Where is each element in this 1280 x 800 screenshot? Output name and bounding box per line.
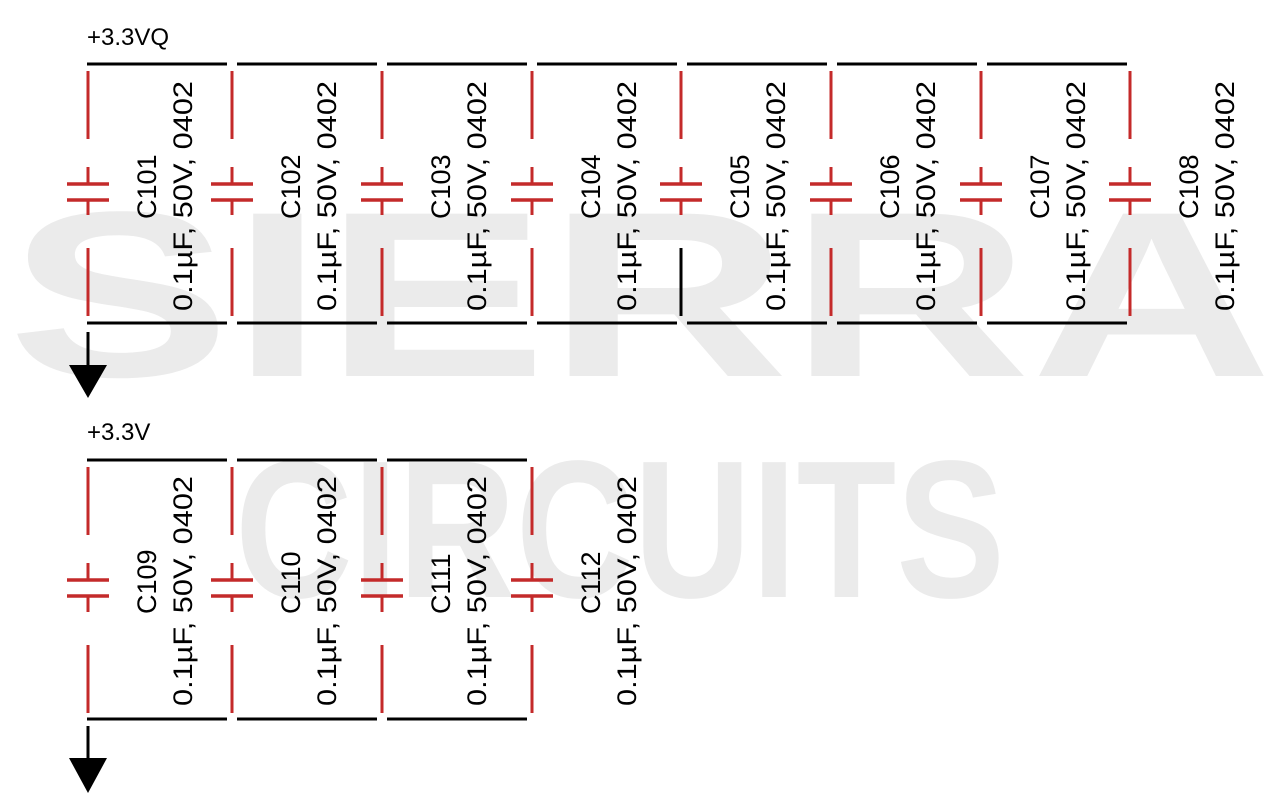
capacitor-value-label: 0.1µF, 50V, 0402	[312, 476, 342, 706]
capacitor-ref-label: C109	[132, 549, 162, 614]
capacitor-value-label: 0.1µF, 50V, 0402	[612, 476, 642, 706]
capacitor-value-label: 0.1µF, 50V, 0402	[1061, 81, 1091, 311]
capacitor-ref-label: C102	[276, 154, 306, 219]
capacitor-ref-label: C104	[576, 154, 606, 219]
capacitor-value-label: 0.1µF, 50V, 0402	[312, 81, 342, 311]
capacitor-ref-label: C101	[132, 154, 162, 219]
capacitor-value-label: 0.1µF, 50V, 0402	[462, 81, 492, 311]
capacitor-symbol-icon	[511, 167, 553, 215]
watermark-circuits: CIRCUITS	[235, 420, 1005, 639]
capacitor-symbol-icon	[67, 167, 109, 215]
capacitor-symbol-icon	[67, 563, 109, 612]
watermark: SIERRA CIRCUITS	[8, 163, 1273, 639]
capacitor-ref-label: C111	[426, 553, 456, 614]
capacitor-symbol-icon	[511, 563, 553, 612]
capacitor-value-label: 0.1µF, 50V, 0402	[462, 476, 492, 706]
capacitor-symbol-icon	[960, 167, 1002, 215]
capacitor-value-label: 0.1µF, 50V, 0402	[612, 81, 642, 311]
capacitor-value-label: 0.1µF, 50V, 0402	[761, 81, 791, 311]
capacitor-ref-label: C106	[875, 154, 905, 219]
capacitor-symbol-icon	[660, 167, 702, 215]
net-label: +3.3V	[87, 419, 150, 446]
ground-arrow-icon	[69, 726, 107, 793]
watermark-sierra: SIERRA	[8, 163, 1273, 427]
capacitor-ref-label: C105	[725, 154, 755, 219]
capacitor-symbol-icon	[211, 167, 253, 215]
net-label: +3.3VQ	[87, 24, 169, 51]
capacitor-symbol-icon	[810, 167, 852, 215]
capacitor-value-label: 0.1µF, 50V, 0402	[1210, 81, 1240, 311]
capacitor-symbol-icon	[361, 563, 403, 612]
capacitor-ref-label: C103	[426, 154, 456, 219]
capacitor-symbol-icon	[361, 167, 403, 215]
capacitor-value-label: 0.1µF, 50V, 0402	[168, 81, 198, 311]
capacitor-symbol-icon	[211, 563, 253, 612]
capacitor-ref-label: C108	[1174, 154, 1204, 219]
capacitor-symbol-icon	[1109, 167, 1151, 215]
capacitor-ref-label: C112	[576, 551, 606, 614]
ground-arrow-icon	[69, 332, 107, 398]
capacitor-ref-label: C107	[1025, 154, 1055, 219]
capacitor-ref-label: C110	[276, 551, 306, 614]
capacitor-value-label: 0.1µF, 50V, 0402	[911, 81, 941, 311]
capacitor-value-label: 0.1µF, 50V, 0402	[168, 476, 198, 706]
